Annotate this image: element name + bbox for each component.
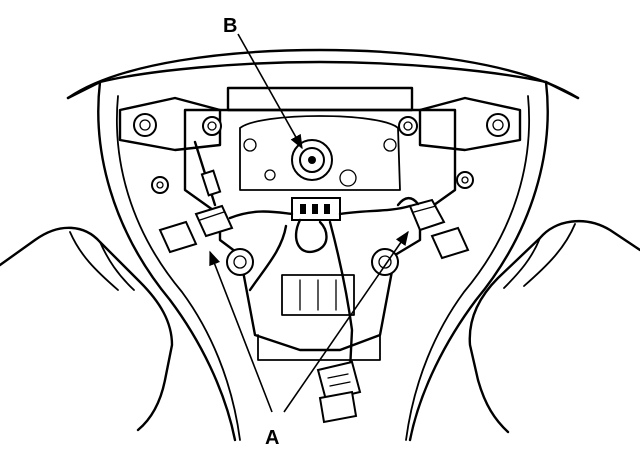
- wiring-harness: [228, 197, 412, 372]
- steering-wheel-rim: [66, 48, 580, 442]
- right-spoke: [398, 96, 522, 189]
- right-connector: [396, 196, 470, 260]
- hanging-connector: [316, 360, 362, 424]
- leader-b: [237, 33, 303, 150]
- left-connector: [158, 140, 234, 254]
- leader-a-left: [209, 250, 273, 413]
- center-bolt: [291, 139, 333, 181]
- right-hand: [468, 219, 640, 434]
- lower-housing: [257, 274, 381, 361]
- callout-a: A: [265, 427, 279, 449]
- callout-b: B: [223, 15, 237, 37]
- leader-a-right: [283, 230, 409, 413]
- left-hand: [0, 226, 174, 432]
- leader-lines: [209, 33, 409, 413]
- left-spoke: [118, 96, 222, 194]
